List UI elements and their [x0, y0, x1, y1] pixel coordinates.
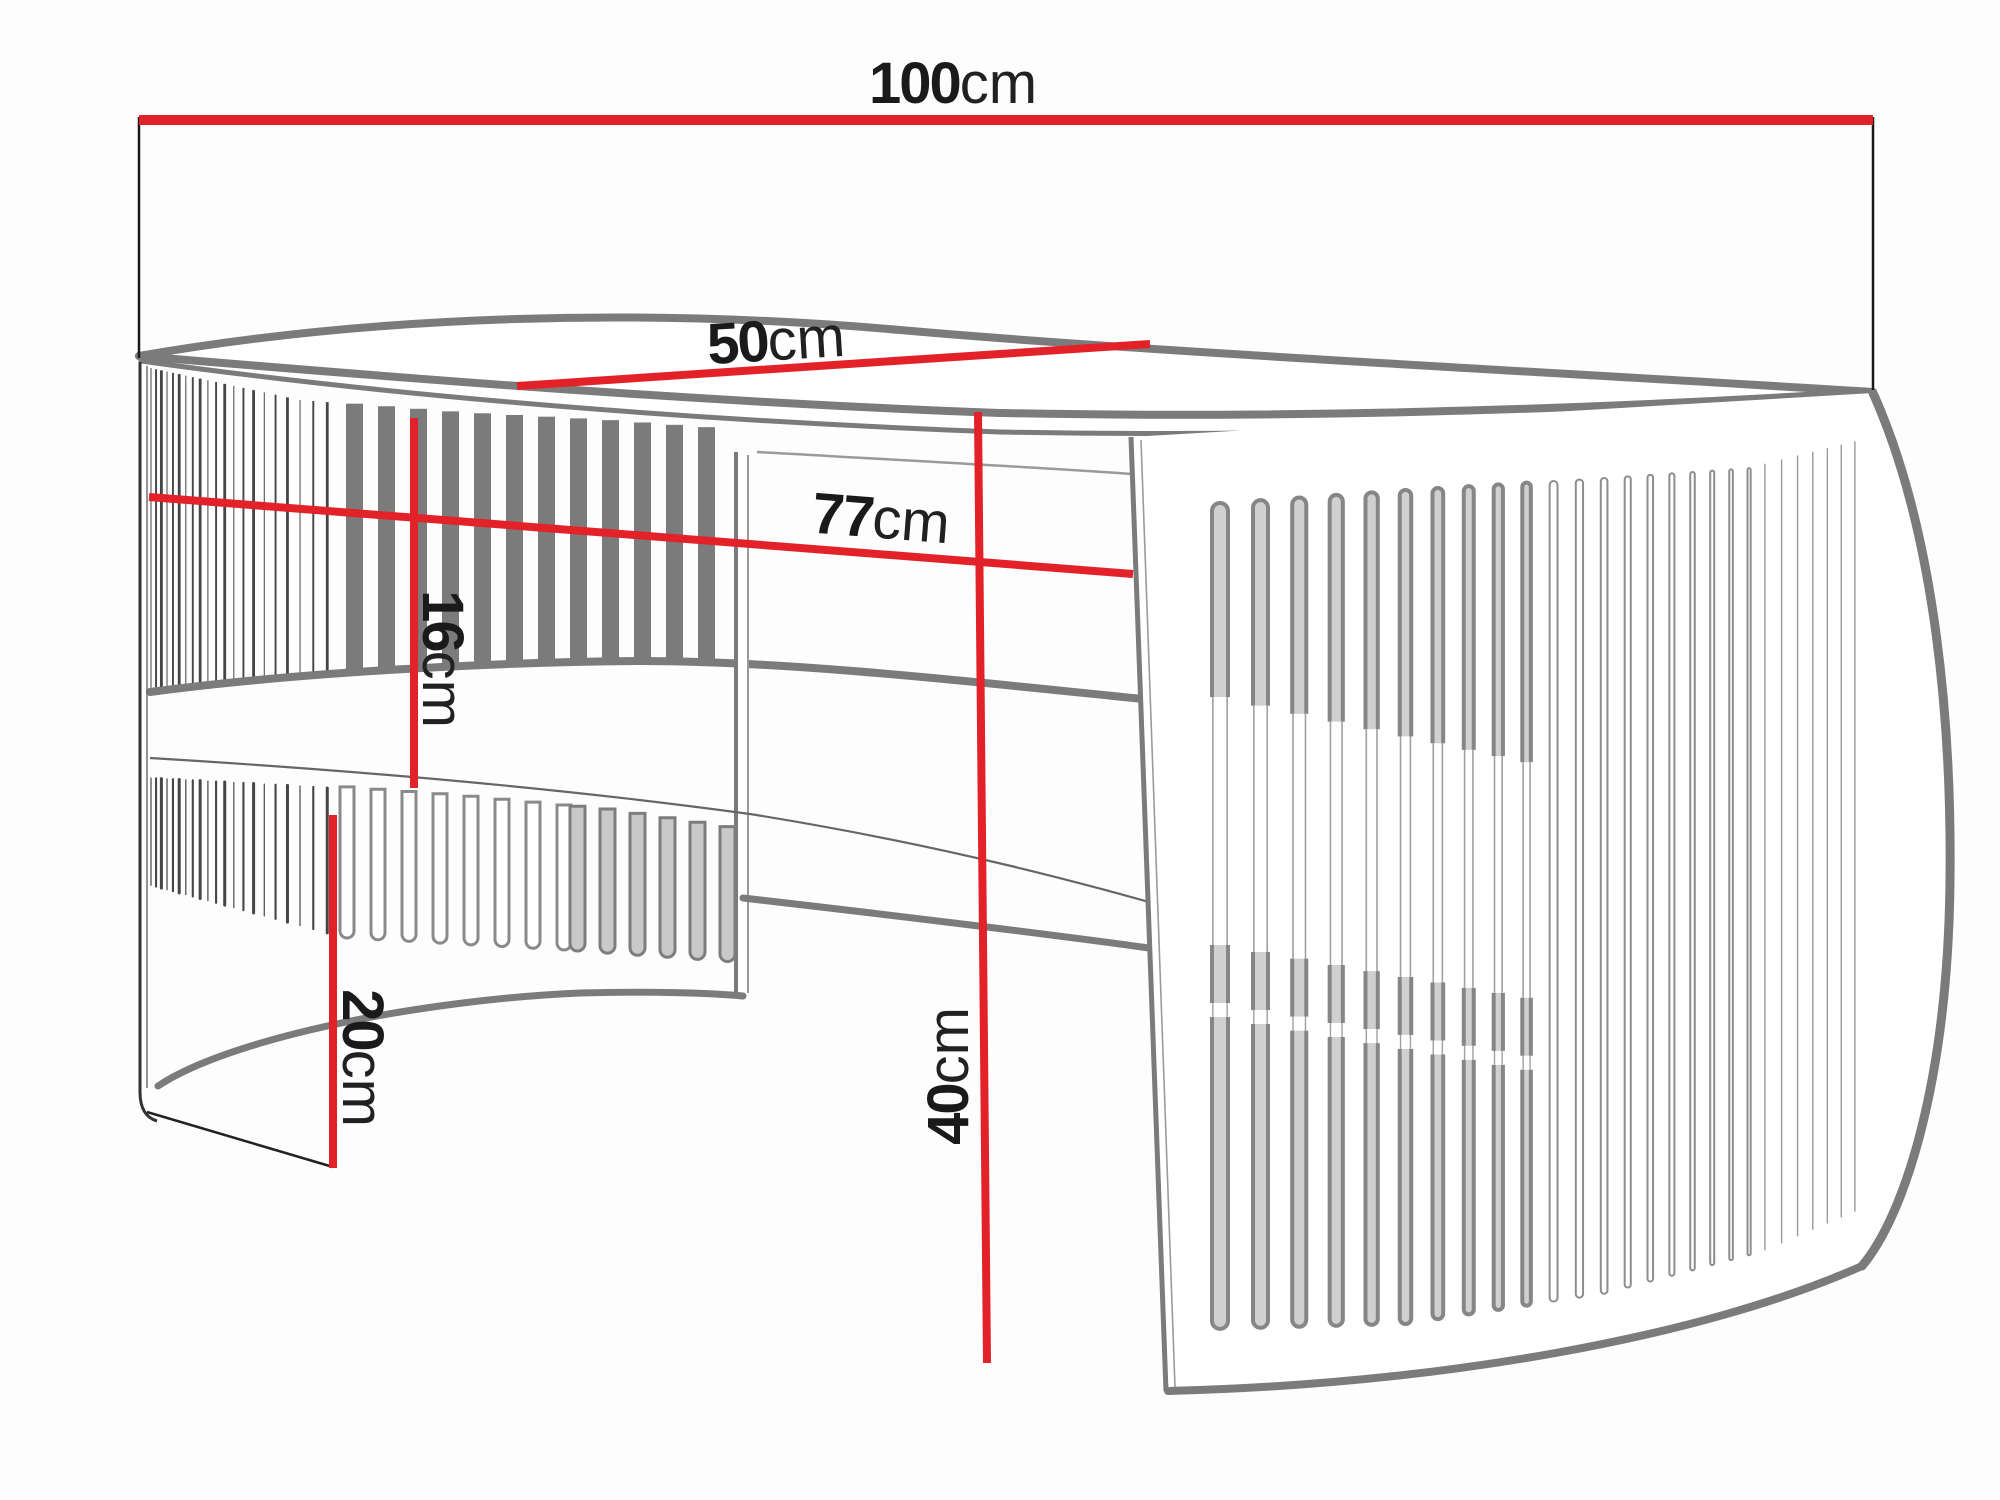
- dimension-value: 20: [330, 989, 395, 1050]
- dimension-value: 16: [410, 590, 475, 651]
- dimension-label-overall-height: 40cm: [916, 1007, 981, 1145]
- dimension-unit: cm: [870, 485, 953, 557]
- dimension-label-overall-width: 100cm: [869, 55, 1037, 113]
- right-slatted-base: [1128, 388, 1955, 1395]
- left-slatted-base: [138, 362, 1167, 1169]
- dimension-unit: cm: [410, 650, 475, 728]
- dimension-lines: [137, 115, 1875, 1364]
- dimension-value: 40: [916, 1084, 981, 1145]
- dimension-unit: cm: [330, 1049, 395, 1127]
- lower-shelf: [149, 756, 1167, 954]
- dimension-label-top-depth: 50cm: [705, 304, 847, 377]
- dimension-value: 77: [809, 480, 876, 551]
- dimension-value: 100: [868, 51, 962, 116]
- dimension-value: 50: [705, 308, 770, 378]
- dimension-label-top-to-shelf-clearance: 16cm: [410, 590, 475, 728]
- dimension-unit: cm: [916, 1007, 981, 1085]
- dimension-label-inner-opening-width: 77cm: [810, 481, 953, 557]
- dimension-unit: cm: [959, 51, 1038, 116]
- dimension-unit: cm: [765, 303, 847, 374]
- dimension-label-shelf-to-floor-height: 20cm: [330, 989, 395, 1127]
